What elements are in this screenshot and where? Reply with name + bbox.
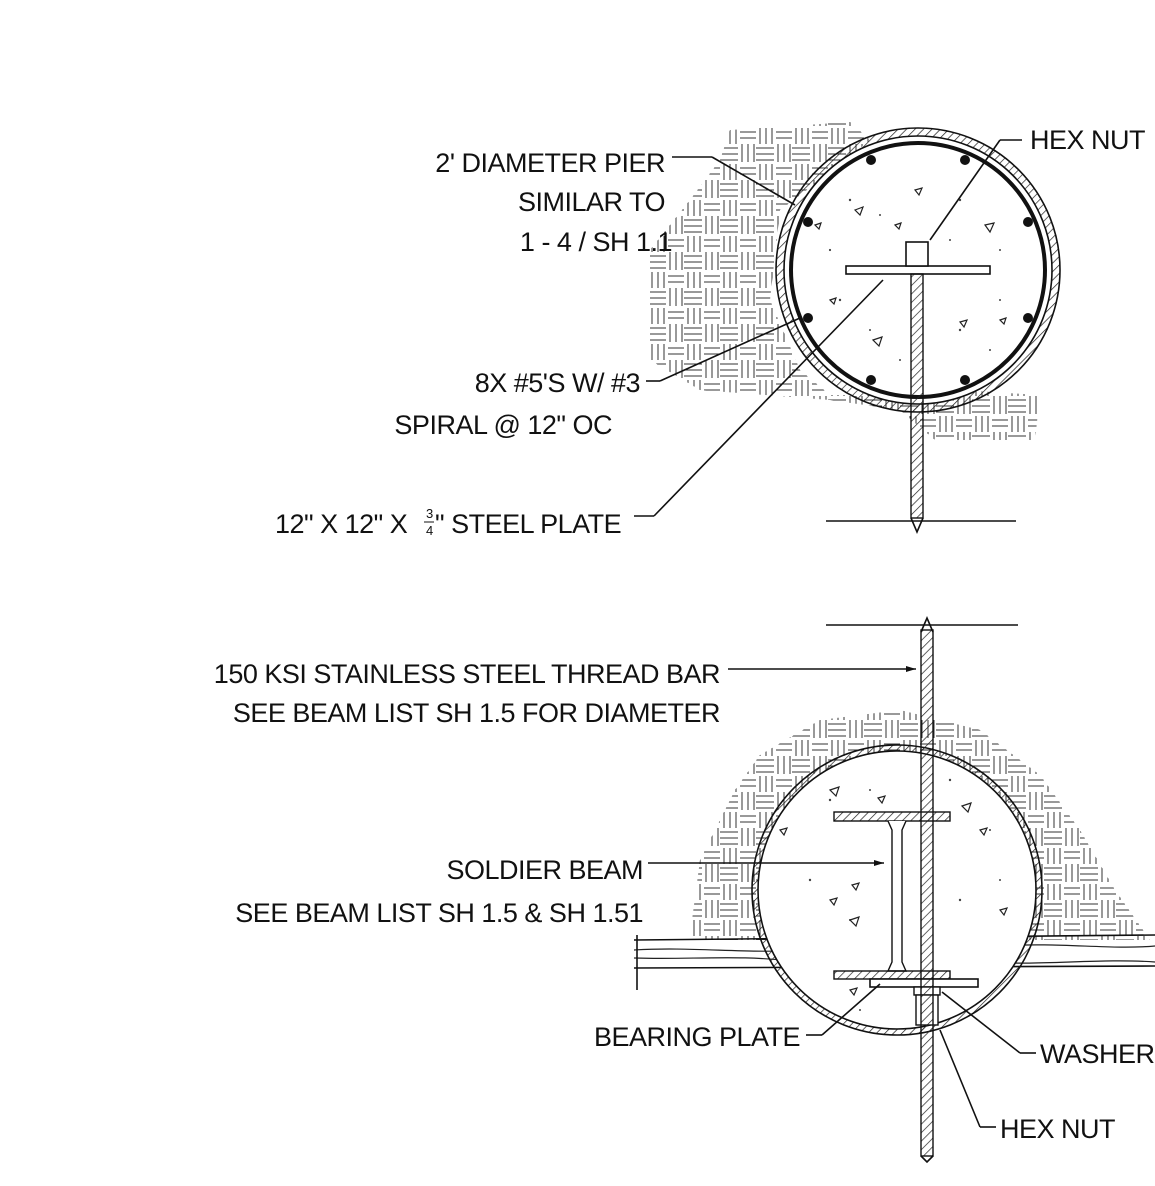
- label-plate-frac-den: 4: [426, 523, 433, 538]
- top-steel-plate: [845, 265, 991, 275]
- top-pier-detail: HEX NUT 2' DIAMETER PIER SIMILAR TO 1 - …: [275, 122, 1146, 539]
- top-thread-bar: [910, 273, 924, 519]
- top-concrete-speckle: [828, 198, 1001, 361]
- label-plate-frac-num: 3: [426, 506, 433, 521]
- label-rebar-line2: SPIRAL @ 12" OC: [394, 410, 612, 440]
- top-aggregate-marks: [813, 187, 1007, 348]
- label-rebar-line1: 8X #5'S W/ #3: [475, 368, 640, 398]
- bottom-aggregate-marks: [778, 786, 1009, 997]
- label-top-hex-nut: HEX NUT: [1030, 125, 1145, 155]
- bottom-pier-detail: 150 KSI STAINLESS STEEL THREAD BAR SEE B…: [214, 615, 1155, 1164]
- label-pier-line3: 1 - 4 / SH 1.1: [520, 227, 672, 257]
- label-bearing-plate: BEARING PLATE: [594, 1022, 800, 1052]
- label-soldier-line1: SOLDIER BEAM: [446, 855, 643, 885]
- label-bottom-hex-nut: HEX NUT: [1000, 1114, 1115, 1144]
- label-soldier-line2: SEE BEAM LIST SH 1.5 & SH 1.51: [235, 898, 643, 928]
- label-pier-line2: SIMILAR TO: [518, 187, 665, 217]
- label-plate-pre: 12" X 12" X: [275, 509, 408, 539]
- label-pier-line1: 2' DIAMETER PIER: [435, 148, 665, 178]
- top-rebar-dots: [803, 155, 1033, 385]
- top-hex-nut: [905, 241, 929, 267]
- label-thread-bar-line2: SEE BEAM LIST SH 1.5 FOR DIAMETER: [233, 698, 720, 728]
- label-plate-post: " STEEL PLATE: [435, 509, 621, 539]
- label-thread-bar-line1: 150 KSI STAINLESS STEEL THREAD BAR: [214, 659, 720, 689]
- soldier-beam: [833, 811, 951, 980]
- bottom-thread-bar: [920, 629, 934, 1157]
- label-washer: WASHER: [1040, 1039, 1155, 1069]
